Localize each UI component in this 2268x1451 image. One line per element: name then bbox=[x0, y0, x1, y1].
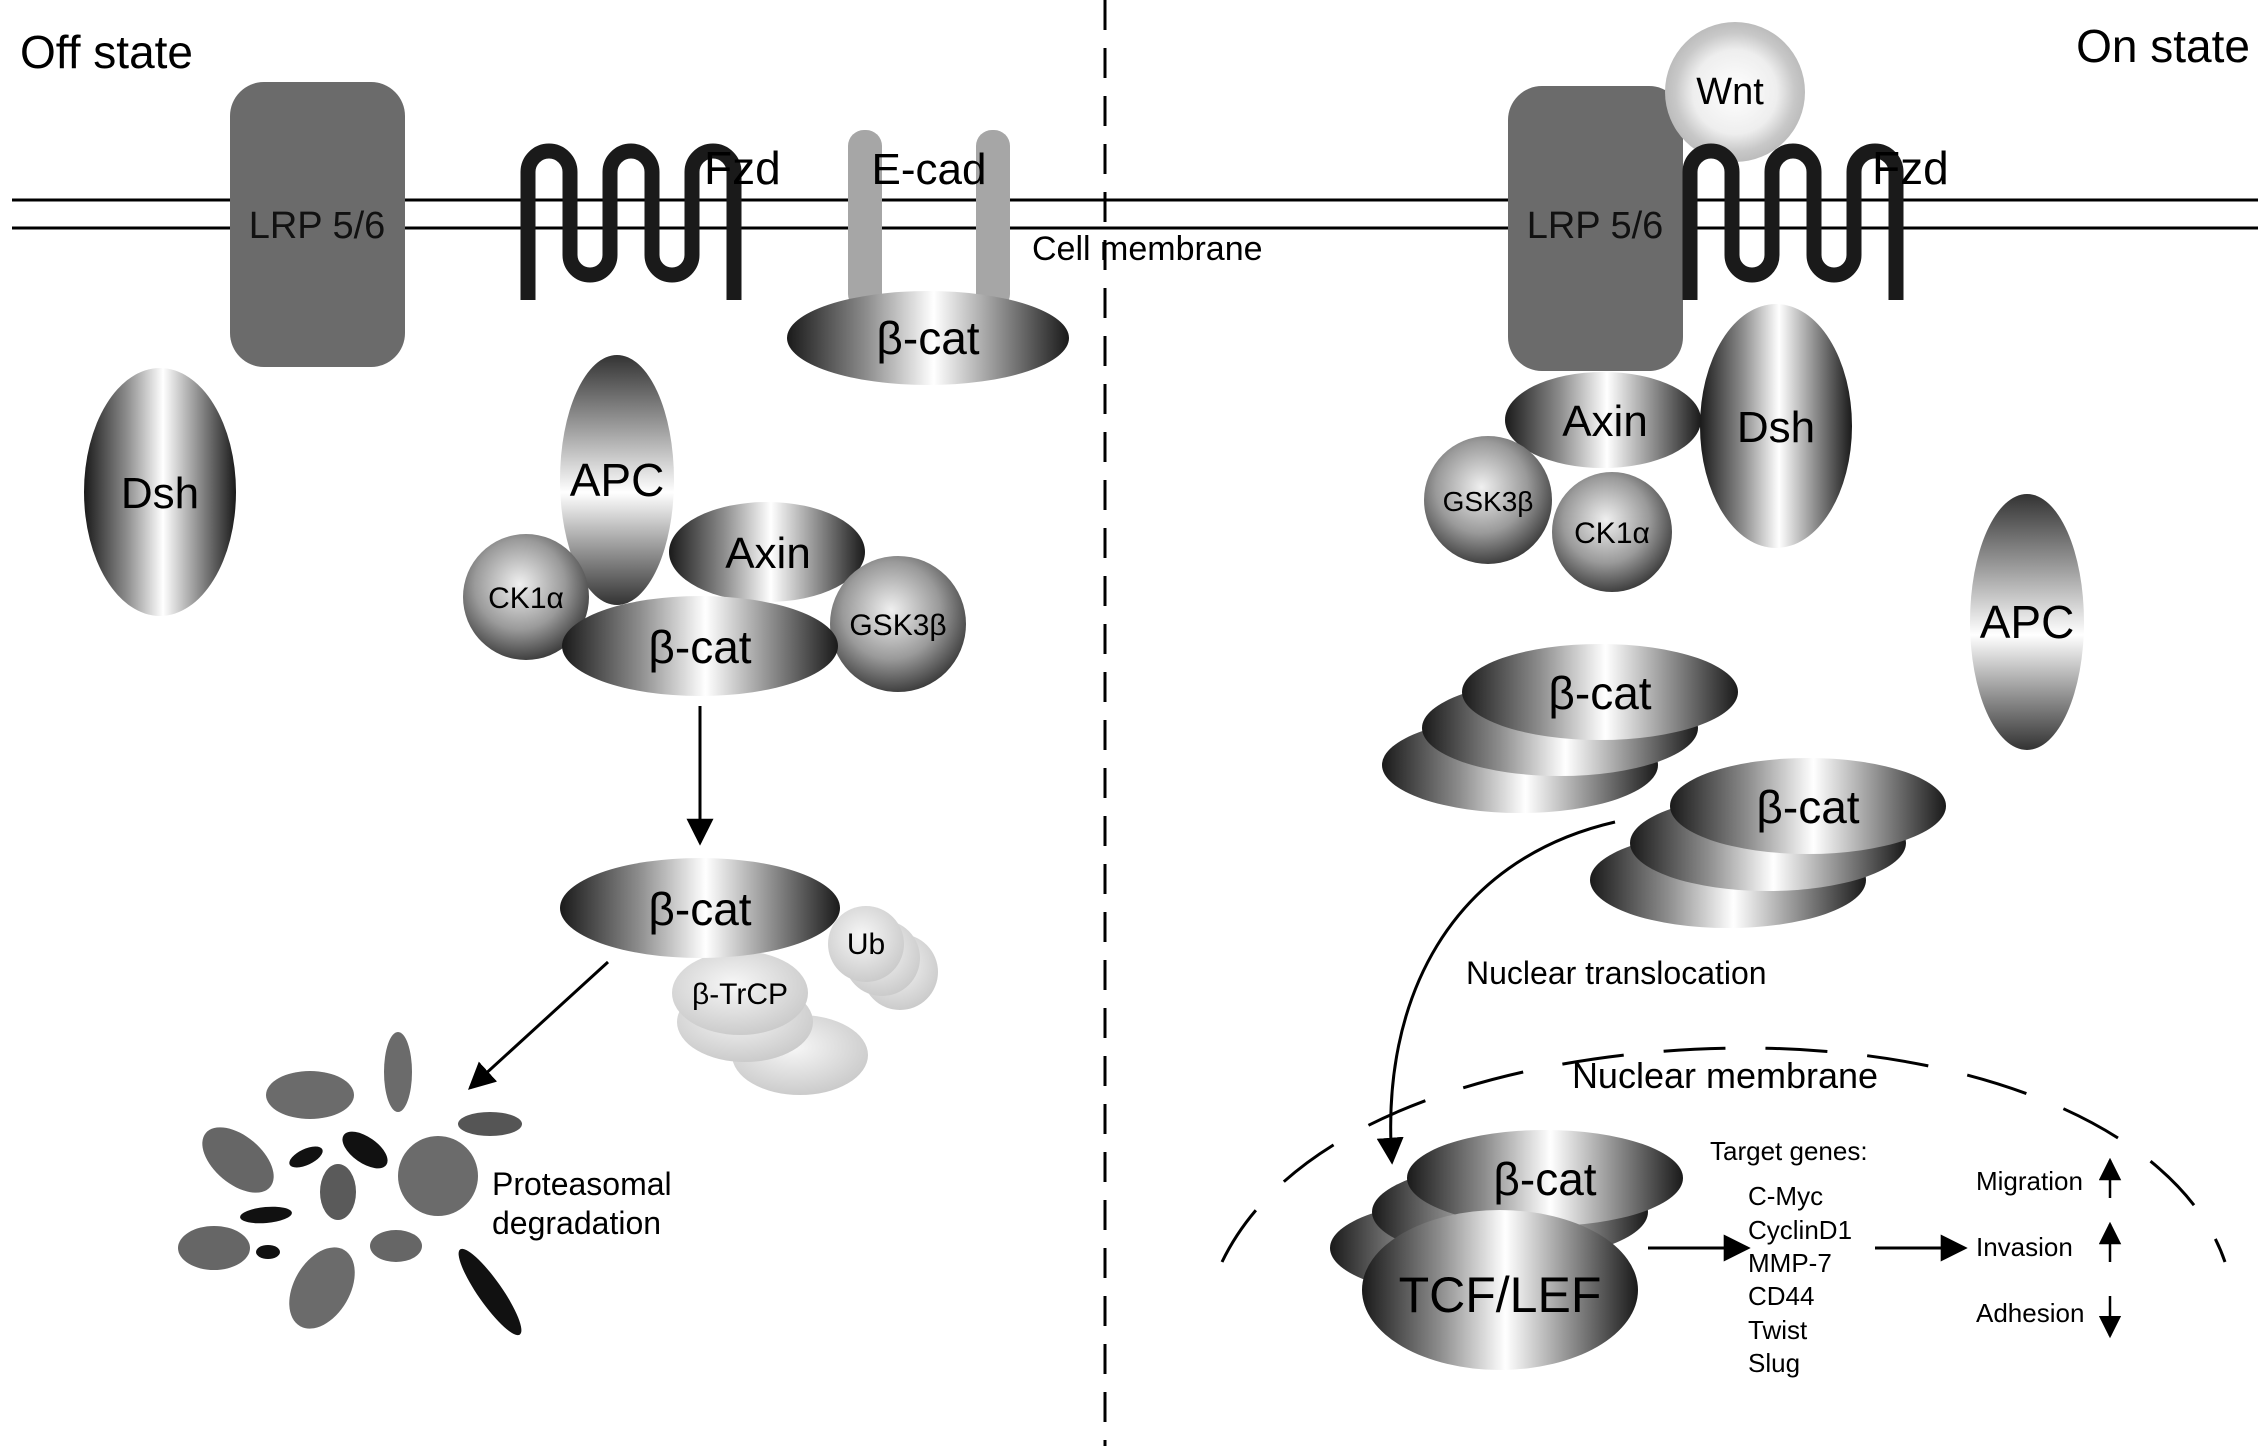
off-ck1a-label: CK1α bbox=[488, 582, 564, 615]
off-bcat-ub-label: β-cat bbox=[648, 883, 751, 935]
on-state-title: On state bbox=[2076, 20, 2250, 72]
off-gsk3b-sphere bbox=[830, 556, 966, 692]
off-ecad-label: E-cad bbox=[872, 145, 987, 194]
off-gsk3b-label: GSK3β bbox=[849, 609, 946, 642]
off-bcat-complex-ellipse bbox=[562, 596, 838, 696]
on-dsh-label: Dsh bbox=[1737, 403, 1815, 452]
off-axin-ellipse bbox=[669, 502, 865, 602]
on-nuclear-complex: β-cat TCF/LEF bbox=[1330, 1130, 1683, 1370]
off-arrow-to-degradation bbox=[468, 960, 610, 1090]
target-gene-item: Twist bbox=[1748, 1315, 1808, 1345]
on-axin-label: Axin bbox=[1562, 397, 1648, 446]
nuclear-translocation-label: Nuclear translocation bbox=[1466, 955, 1767, 991]
on-lrp-receptor: LRP 5/6 bbox=[1508, 86, 1683, 371]
nuclear-translocation-arrow bbox=[1376, 820, 1616, 1165]
on-apc-label: APC bbox=[1980, 596, 2075, 648]
outcome-migration-label: Migration bbox=[1976, 1166, 2083, 1196]
cell-membrane-label: Cell membrane bbox=[1032, 230, 1263, 268]
nuclear-membrane-label: Nuclear membrane bbox=[1572, 1055, 1878, 1096]
proteasomal-label-line2: degradation bbox=[492, 1205, 661, 1241]
off-ck1a-sphere bbox=[463, 534, 589, 660]
off-fzd-label: Fzd bbox=[704, 142, 781, 194]
off-dsh: Dsh bbox=[84, 368, 236, 616]
off-lrp-label: LRP 5/6 bbox=[249, 205, 386, 247]
target-gene-item: CyclinD1 bbox=[1748, 1215, 1852, 1245]
off-bcat-complex-label: β-cat bbox=[648, 621, 751, 673]
tcf-lef-label: TCF/LEF bbox=[1399, 1267, 1602, 1323]
on-apc: APC bbox=[1970, 494, 2084, 750]
off-lrp-receptor: LRP 5/6 bbox=[230, 82, 405, 367]
target-genes-title: Target genes: bbox=[1710, 1136, 1868, 1166]
target-gene-item: CD44 bbox=[1748, 1281, 1814, 1311]
on-gsk3b-sphere bbox=[1424, 436, 1552, 564]
outcome-invasion-label: Invasion bbox=[1976, 1232, 2073, 1262]
off-bcat-membrane-label: β-cat bbox=[876, 312, 979, 364]
on-gsk3b-label: GSK3β bbox=[1443, 486, 1534, 517]
on-membrane-complex: Dsh Axin GSK3β CK1α bbox=[1424, 304, 1852, 592]
target-gene-item: MMP-7 bbox=[1748, 1248, 1832, 1278]
on-dsh-ellipse bbox=[1700, 304, 1852, 548]
off-btrcp-ellipse bbox=[672, 951, 808, 1035]
off-dsh-label: Dsh bbox=[121, 469, 199, 518]
off-bcat-ub-ellipse bbox=[560, 858, 840, 958]
off-apc-label: APC bbox=[570, 454, 665, 506]
target-gene-item: Slug bbox=[1748, 1348, 1800, 1378]
off-state-title: Off state bbox=[20, 26, 193, 78]
on-axin-ellipse bbox=[1505, 372, 1701, 468]
off-ecad-complex: E-cad β-cat bbox=[787, 130, 1069, 385]
on-fzd-label: Fzd bbox=[1872, 142, 1949, 194]
on-bcat-nucleus-label: β-cat bbox=[1493, 1153, 1596, 1205]
off-ub-label: Ub bbox=[847, 928, 885, 961]
off-ubiquitination-complex: β-TrCP Ub β-cat bbox=[560, 858, 938, 1095]
outcome-adhesion-label: Adhesion bbox=[1976, 1298, 2084, 1328]
off-destruction-complex: APC Axin CK1α GSK3β β-cat bbox=[463, 355, 966, 696]
off-btrcp-label: β-TrCP bbox=[692, 978, 788, 1011]
off-fzd-receptor: Fzd bbox=[520, 142, 781, 300]
off-ub-circle bbox=[828, 906, 904, 982]
off-apc-ellipse bbox=[560, 355, 674, 605]
outcomes-list: Migration Invasion Adhesion bbox=[1976, 1157, 2122, 1339]
on-ck1a-label: CK1α bbox=[1574, 517, 1650, 550]
proteasome-debris: Proteasomal degradation bbox=[178, 1032, 672, 1336]
target-gene-item: C-Myc bbox=[1748, 1181, 1823, 1211]
on-wnt-label: Wnt bbox=[1696, 71, 1764, 113]
on-bcat-stack-2: β-cat bbox=[1590, 758, 1946, 928]
on-fzd-receptor: Fzd bbox=[1682, 142, 1949, 300]
on-bcat-stack2-label: β-cat bbox=[1756, 781, 1859, 833]
on-lrp-label: LRP 5/6 bbox=[1527, 205, 1664, 247]
tcf-lef-ellipse bbox=[1362, 1210, 1638, 1370]
on-bcat-stack1-label: β-cat bbox=[1548, 667, 1651, 719]
off-axin-label: Axin bbox=[725, 529, 811, 578]
on-wnt-ligand: Wnt bbox=[1665, 22, 1805, 162]
off-bcat-membrane-ellipse bbox=[787, 291, 1069, 385]
on-bcat-stack-1: β-cat bbox=[1382, 644, 1738, 813]
proteasomal-label-line1: Proteasomal bbox=[492, 1166, 672, 1202]
on-ck1a-sphere bbox=[1552, 472, 1672, 592]
target-genes-list: Target genes: C-Myc CyclinD1 MMP-7 CD44 … bbox=[1710, 1136, 1868, 1378]
